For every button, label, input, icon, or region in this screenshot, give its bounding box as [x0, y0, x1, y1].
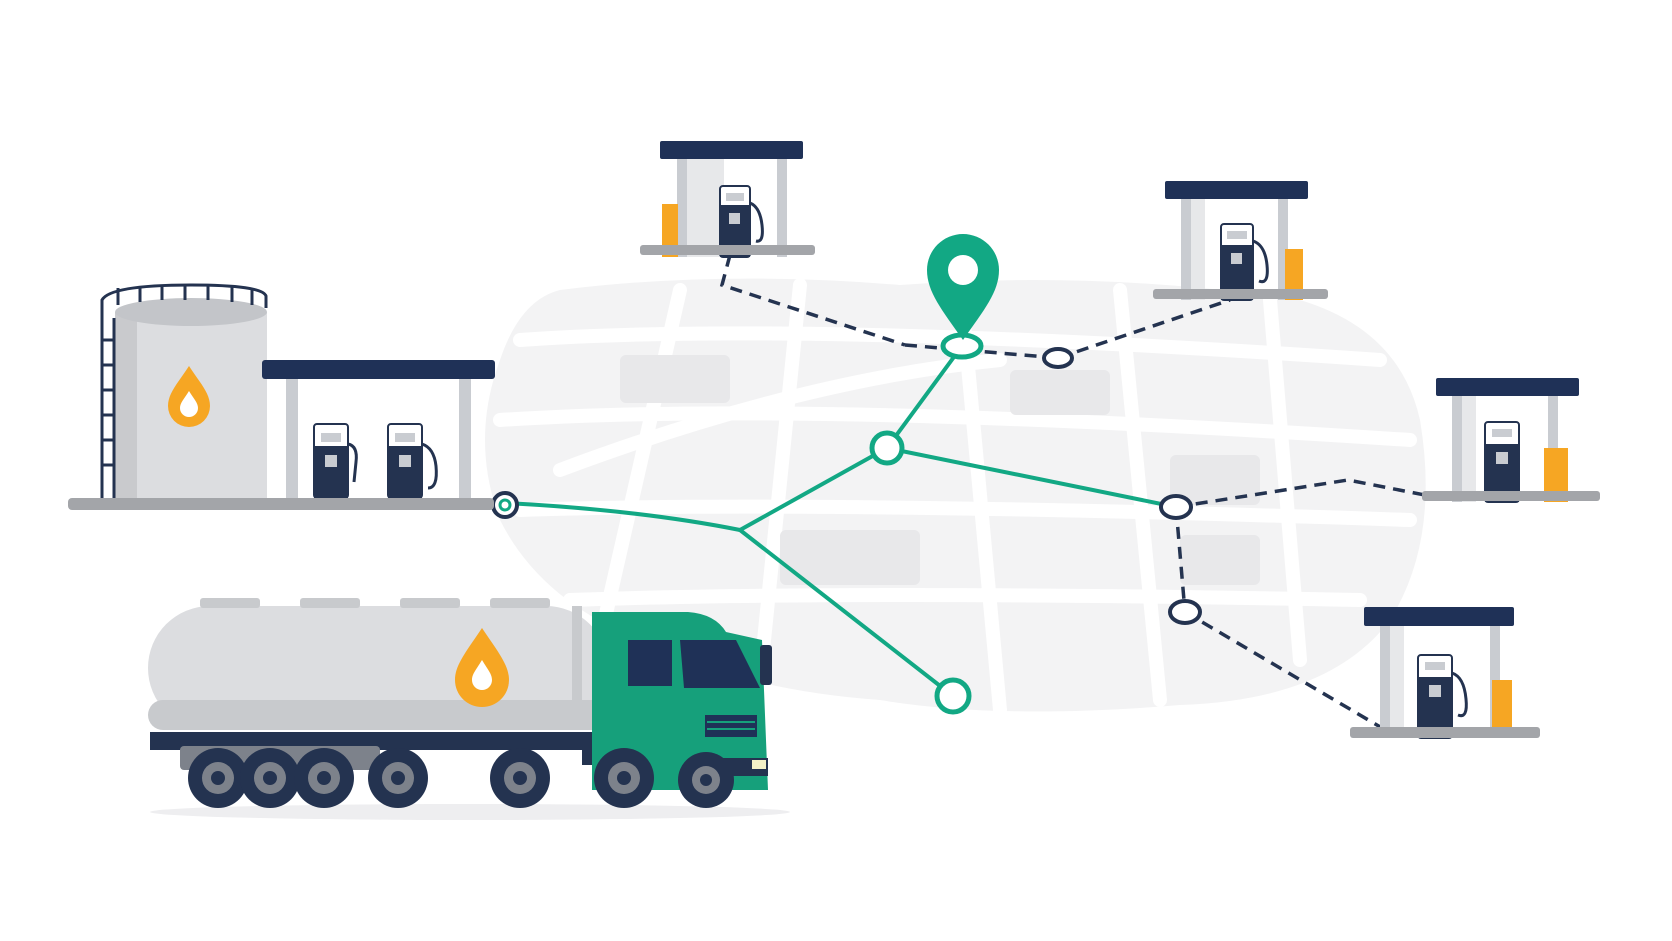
fuel-pump-icon: [387, 423, 438, 499]
fuel-pump-icon: [1417, 654, 1468, 739]
wheel: [294, 748, 354, 808]
fuel-canister: [662, 204, 678, 257]
map-block: [1180, 535, 1260, 585]
route-branch-north: [738, 446, 889, 532]
route-branch-pin: [885, 344, 964, 450]
canopy-pillar: [459, 379, 471, 498]
street: [513, 499, 1417, 527]
route-node: [1168, 599, 1202, 625]
map-streets: [493, 273, 1417, 717]
truck-shadow: [150, 804, 790, 820]
wheel: [678, 752, 734, 808]
cab-side-window: [628, 640, 672, 686]
location-pin-icon: [927, 234, 999, 340]
route-to-station-2: [1057, 298, 1231, 360]
mirror: [760, 645, 772, 685]
fuel-depot-icon: [68, 283, 495, 510]
route-branch-east: [885, 446, 1178, 509]
map-block: [1170, 455, 1260, 505]
gas-station-icon: [1350, 607, 1540, 739]
street: [513, 326, 1387, 367]
tank-body: [148, 598, 608, 730]
map-blocks: [620, 355, 1260, 585]
fuel-pump-icon: [1220, 223, 1269, 301]
fuel-tanker-truck-icon: [148, 598, 790, 820]
storage-tank-icon: [100, 283, 268, 498]
windshield: [680, 640, 760, 688]
wheel: [368, 748, 428, 808]
route-segment: [904, 343, 1059, 360]
secondary-routes: [719, 254, 1436, 730]
wheel: [594, 748, 654, 808]
route-to-station-4: [1184, 610, 1383, 730]
gas-station-icon: [640, 141, 815, 258]
street: [1113, 283, 1167, 707]
street: [1263, 293, 1307, 667]
truck-cab: [582, 612, 772, 790]
street: [493, 406, 1417, 447]
street: [753, 278, 807, 687]
map-block: [1010, 370, 1110, 415]
depot-ground: [68, 498, 494, 510]
route-to-station-1: [719, 254, 906, 347]
canopy-pillar: [286, 379, 298, 498]
truck-wheels: [188, 748, 734, 808]
wheel: [490, 748, 550, 808]
route-node: [1042, 347, 1074, 369]
fuel-drop-icon: [455, 628, 509, 707]
fuel-canister: [1492, 680, 1512, 738]
route-main: [503, 501, 742, 532]
background-map: [485, 273, 1426, 717]
route-node-inner: [498, 498, 512, 512]
fuel-pump-icon: [313, 423, 358, 499]
wheel: [188, 748, 248, 808]
depot-canopy: [262, 360, 495, 379]
map-block: [780, 530, 920, 585]
gas-station-icon: [1153, 181, 1328, 301]
headlight: [752, 760, 766, 769]
route-node: [1159, 494, 1193, 520]
grille: [705, 715, 757, 737]
fuel-canister: [1285, 249, 1303, 300]
gas-station-icon: [1422, 378, 1600, 503]
trailer-frame: [150, 732, 610, 750]
primary-routes: [503, 344, 1178, 698]
route-node: [491, 491, 519, 519]
fuel-drop-icon: [168, 366, 210, 427]
route-branch-south: [738, 528, 955, 698]
route-segment: [1174, 506, 1187, 613]
street: [593, 283, 687, 647]
wheel: [240, 748, 300, 808]
map-block: [620, 355, 730, 403]
street: [563, 588, 1367, 607]
route-node: [869, 430, 905, 466]
fuel-pump-icon: [1484, 421, 1520, 503]
route-node: [934, 677, 972, 715]
